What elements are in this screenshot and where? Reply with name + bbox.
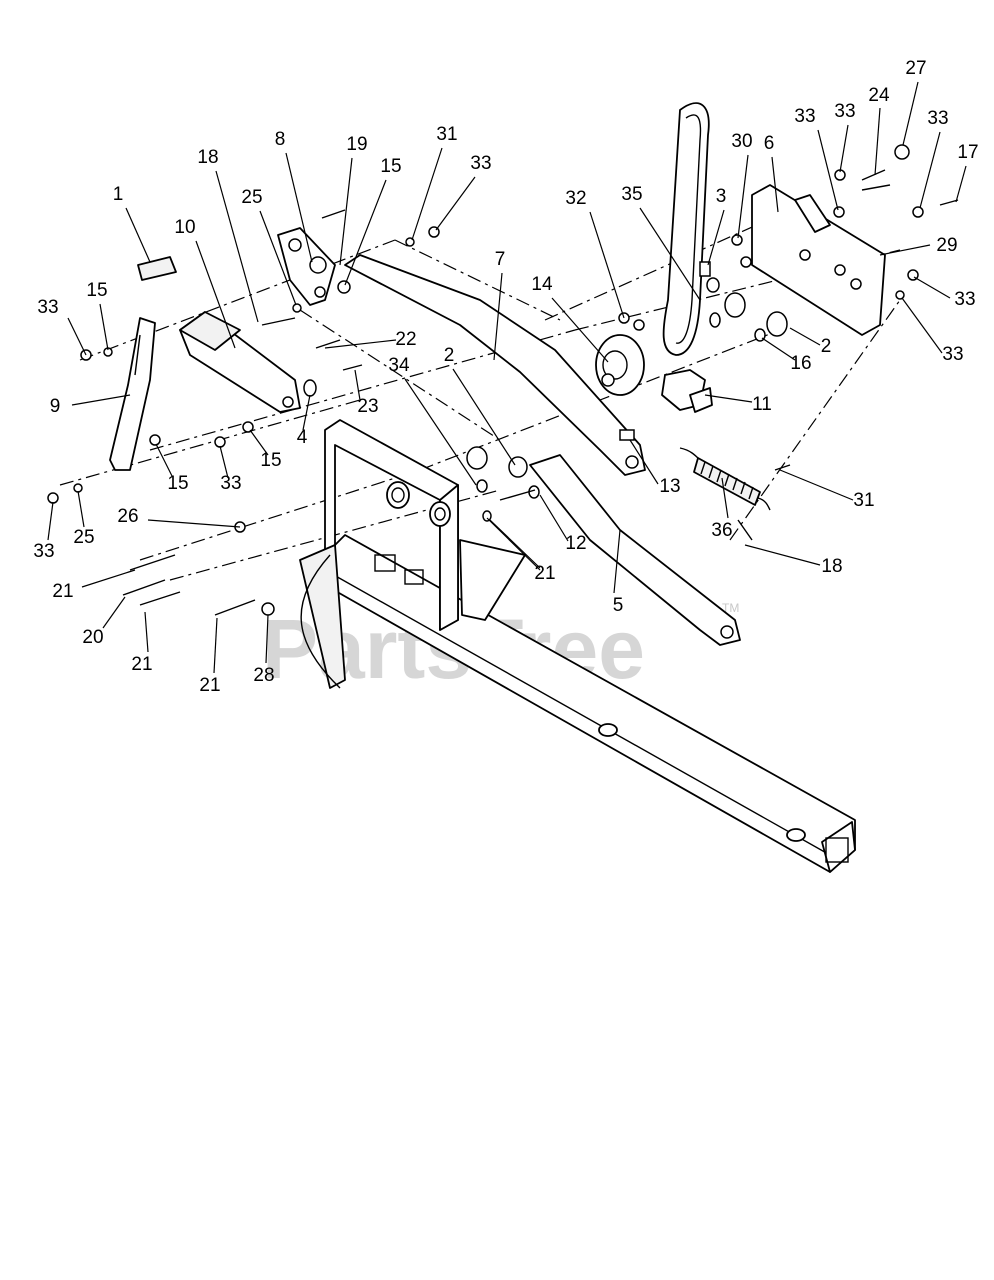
drive-belt <box>662 102 710 356</box>
long-link <box>344 254 646 476</box>
decal <box>137 256 177 281</box>
callout-c-31a: 31 <box>436 124 457 145</box>
callout-c-19: 19 <box>346 134 367 155</box>
callout-c-28: 28 <box>253 665 274 686</box>
callout-c-25b: 25 <box>73 527 94 548</box>
callout-c-16: 16 <box>790 353 811 374</box>
callout-c-15b: 15 <box>86 280 107 301</box>
callout-c-2a: 2 <box>444 345 455 366</box>
right-mount-bracket <box>751 184 886 336</box>
callout-c-15d: 15 <box>167 473 188 494</box>
callout-c-33c: 33 <box>220 473 241 494</box>
bellcrank <box>277 227 351 306</box>
callout-c-21b: 21 <box>52 581 73 602</box>
link-arm <box>529 454 741 646</box>
callout-c-18b: 18 <box>821 556 842 577</box>
lift-arm-bracket <box>179 311 301 413</box>
callout-c-18a: 18 <box>197 147 218 168</box>
extension-spring <box>679 447 771 511</box>
callout-c-36: 36 <box>711 520 732 541</box>
main-frame-tube <box>324 534 856 873</box>
callout-c-33g: 33 <box>927 108 948 129</box>
callout-c-21d: 21 <box>199 675 220 696</box>
callout-c-4: 4 <box>297 427 308 448</box>
callout-c-6: 6 <box>764 133 775 154</box>
callout-c-32: 32 <box>565 188 586 209</box>
callout-c-33d: 33 <box>33 541 54 562</box>
callout-c-15c: 15 <box>260 450 281 471</box>
callout-c-12: 12 <box>565 533 586 554</box>
callout-c-20: 20 <box>82 627 103 648</box>
hardware <box>47 144 959 616</box>
callout-c-27: 27 <box>905 58 926 79</box>
callout-c-35: 35 <box>621 184 642 205</box>
leader-lines <box>47 81 967 674</box>
callout-c-1: 1 <box>113 184 124 205</box>
watermark-trademark: TM <box>722 601 739 615</box>
callout-c-26: 26 <box>117 506 138 527</box>
callout-c-24: 24 <box>868 85 890 106</box>
callout-c-31b: 31 <box>853 490 874 511</box>
callout-c-33e: 33 <box>794 106 815 127</box>
lift-handle <box>109 317 156 471</box>
callout-c-17: 17 <box>957 142 978 163</box>
callout-c-5: 5 <box>613 595 624 616</box>
callout-c-2b: 2 <box>821 336 832 357</box>
callout-c-23: 23 <box>357 396 378 417</box>
callout-c-3: 3 <box>716 186 727 207</box>
callout-c-14: 14 <box>531 274 553 295</box>
callout-c-33i: 33 <box>942 344 963 365</box>
callout-c-33a: 33 <box>470 153 491 174</box>
callout-c-30: 30 <box>731 131 752 152</box>
callout-c-9: 9 <box>50 396 61 417</box>
callout-c-29: 29 <box>936 235 957 256</box>
callout-c-11: 11 <box>752 394 772 415</box>
callout-c-22: 22 <box>395 329 416 350</box>
callout-c-33b: 33 <box>37 297 58 318</box>
callout-c-13: 13 <box>659 476 680 497</box>
callout-c-7: 7 <box>495 249 506 270</box>
pivot-shaft <box>661 369 713 413</box>
callout-c-34: 34 <box>388 355 410 376</box>
main-side-plate <box>299 419 526 689</box>
sprocket <box>595 334 645 396</box>
callout-c-8: 8 <box>275 129 286 150</box>
callout-c-33h: 33 <box>954 289 975 310</box>
callout-c-33f: 33 <box>834 101 855 122</box>
callout-c-10: 10 <box>174 217 195 238</box>
callout-c-21c: 21 <box>131 654 152 675</box>
callout-c-15a: 15 <box>380 156 401 177</box>
callout-c-25a: 25 <box>241 187 262 208</box>
callout-c-21a: 21 <box>534 563 555 584</box>
